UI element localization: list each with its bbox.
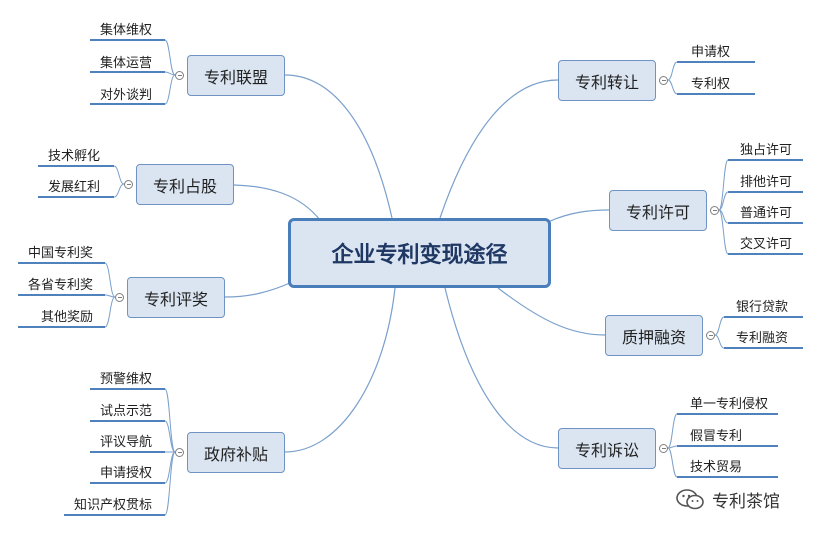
collapse-toggle-transfer[interactable] [659, 76, 668, 85]
leaf-sole-license[interactable]: 排他许可 [740, 175, 793, 190]
fan-award-2 [104, 296, 116, 328]
leaf-bank-loan[interactable]: 银行贷款 [736, 300, 789, 315]
connector-award [224, 281, 293, 298]
leaf-growth-dividend[interactable]: 发展红利 [48, 180, 101, 195]
leaf-collective-rights[interactable]: 集体维权 [100, 23, 153, 38]
connector-transfer [439, 79, 559, 219]
leaf-external-negotiation[interactable]: 对外谈判 [100, 88, 153, 103]
watermark: 专利茶馆 [676, 487, 780, 512]
central-topic[interactable]: 企业专利变现途径 [288, 218, 551, 288]
leaf-exclusive-license[interactable]: 独占许可 [740, 143, 793, 158]
connector-litigation [444, 287, 559, 449]
leaf-single-infringement[interactable]: 单一专利侵权 [690, 397, 769, 412]
fan-alliance-2 [164, 74, 176, 105]
connector-alliance [284, 74, 393, 219]
fan-transfer-0 [667, 61, 678, 81]
branch-pledge-financing[interactable]: 质押融资 [605, 315, 703, 356]
leaf-china-patent-award[interactable]: 中国专利奖 [28, 246, 94, 261]
branch-patent-litigation[interactable]: 专利诉讼 [558, 428, 656, 469]
fan-award-0 [104, 262, 116, 298]
collapse-toggle-litigation[interactable] [659, 444, 668, 453]
collapse-toggle-pledge[interactable] [706, 331, 715, 340]
collapse-toggle-equity[interactable] [124, 180, 133, 189]
fan-pledge-1 [714, 334, 725, 349]
fan-license-3 [718, 209, 729, 255]
watermark-text: 专利茶馆 [712, 492, 780, 512]
branch-patent-alliance[interactable]: 专利联盟 [187, 55, 285, 96]
leaf-ip-standard[interactable]: 知识产权贯标 [74, 498, 153, 513]
leaf-patent-right[interactable]: 专利权 [691, 77, 731, 92]
fan-litigation-0 [667, 413, 678, 449]
connector-license [547, 209, 610, 223]
fan-license-0 [718, 159, 729, 211]
leaf-provincial-patent-award[interactable]: 各省专利奖 [28, 278, 94, 293]
leaf-general-license[interactable]: 普通许可 [740, 206, 793, 221]
fan-subsidy-4 [164, 451, 176, 516]
fan-subsidy-0 [164, 388, 176, 453]
fan-alliance-0 [164, 39, 176, 76]
connector-equity [233, 184, 321, 221]
leaf-tech-incubation[interactable]: 技术孵化 [48, 149, 101, 164]
fan-award-1 [104, 294, 116, 298]
branch-patent-award[interactable]: 专利评奖 [127, 277, 225, 318]
leaf-counterfeit-patent[interactable]: 假冒专利 [690, 429, 743, 444]
branch-patent-license[interactable]: 专利许可 [609, 190, 707, 231]
collapse-toggle-license[interactable] [710, 206, 719, 215]
connector-subsidy [284, 287, 396, 453]
fan-litigation-2 [667, 447, 678, 478]
fan-equity-1 [113, 183, 125, 198]
leaf-other-awards[interactable]: 其他奖励 [41, 310, 94, 325]
collapse-toggle-award[interactable] [115, 293, 124, 302]
leaf-application-grant[interactable]: 申请授权 [100, 466, 153, 481]
fan-alliance-1 [164, 71, 176, 76]
branch-government-subsidy[interactable]: 政府补贴 [187, 432, 285, 473]
leaf-application-right[interactable]: 申请权 [691, 45, 731, 60]
connector-pledge [497, 287, 606, 336]
fan-subsidy-1 [164, 420, 176, 453]
collapse-toggle-subsidy[interactable] [175, 448, 184, 457]
fan-litigation-1 [667, 445, 678, 449]
leaf-tech-trade[interactable]: 技术贸易 [690, 460, 743, 475]
leaf-pilot-demo[interactable]: 试点示范 [100, 404, 153, 419]
fan-equity-0 [113, 165, 125, 185]
fan-pledge-0 [714, 316, 725, 336]
collapse-toggle-alliance[interactable] [175, 71, 184, 80]
fan-license-1 [718, 191, 729, 211]
leaf-evaluation-navigation[interactable]: 评议导航 [100, 435, 153, 450]
leaf-patent-financing[interactable]: 专利融资 [736, 331, 789, 346]
leaf-collective-operation[interactable]: 集体运营 [100, 56, 153, 71]
branch-patent-transfer[interactable]: 专利转让 [558, 60, 656, 101]
fan-transfer-1 [667, 79, 678, 95]
leaf-cross-license[interactable]: 交叉许可 [740, 237, 793, 252]
leaf-warning-rights[interactable]: 预警维权 [100, 372, 153, 387]
wechat-icon [676, 488, 704, 509]
branch-patent-equity[interactable]: 专利占股 [136, 164, 234, 205]
